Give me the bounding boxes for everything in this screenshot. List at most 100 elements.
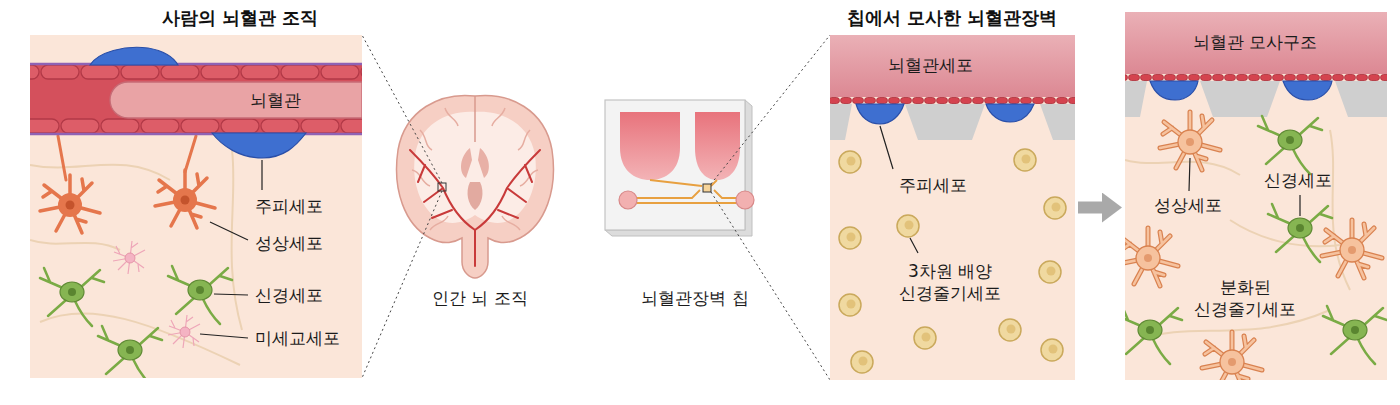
microglia bbox=[113, 241, 145, 274]
tissue-ground bbox=[30, 35, 362, 378]
text-holder: 뇌혈관장벽 칩 bbox=[641, 287, 748, 309]
panel-title: 칩에서 모사한 뇌혈관장벽 bbox=[847, 6, 1058, 29]
zoom-line bbox=[362, 35, 442, 378]
basement-membrane bbox=[30, 63, 362, 66]
chip-illustration bbox=[605, 100, 754, 236]
pericyte bbox=[856, 104, 1034, 124]
cell-label: 성상세포 bbox=[1154, 194, 1222, 216]
mimic-ground bbox=[1125, 12, 1387, 380]
vessel-band: 뇌혈관 bbox=[30, 64, 362, 134]
chip-chamber bbox=[695, 112, 740, 180]
mimic-illustration bbox=[1125, 12, 1387, 380]
cell-label: 신경세포 bbox=[1264, 169, 1332, 191]
pericyte bbox=[90, 47, 178, 65]
chip-chamber bbox=[620, 112, 680, 180]
neuron bbox=[40, 268, 104, 326]
text-holder: 주피세포 bbox=[899, 174, 967, 196]
text-holder: 사람의 뇌혈관 조직 bbox=[162, 6, 319, 29]
brain-cortex bbox=[397, 95, 554, 278]
text-holder: 분화된 신경줄기세포 bbox=[1175, 276, 1315, 320]
neuron bbox=[1125, 306, 1182, 364]
neural-stem-cell bbox=[839, 151, 861, 173]
chip-tissue-illustration bbox=[830, 35, 1075, 373]
neural-stem-cell bbox=[1014, 149, 1036, 171]
cell-label: 3차원 배양 신경줄기세포 bbox=[880, 260, 1020, 304]
cell-label: 뇌혈관 모사구조 bbox=[1193, 31, 1317, 53]
zoom-marker bbox=[703, 184, 711, 192]
neural-stem-cell bbox=[839, 227, 861, 249]
cell-label: 미세교세포 bbox=[255, 327, 340, 349]
cell-label: 뇌혈관 bbox=[250, 89, 301, 111]
vessel-channel bbox=[1125, 12, 1387, 74]
tissue-fiber bbox=[30, 150, 242, 365]
neural-stem-cell bbox=[851, 351, 873, 373]
cell-label: 주피세포 bbox=[899, 174, 967, 196]
neuron bbox=[1258, 116, 1322, 174]
pericyte bbox=[1150, 81, 1332, 100]
midline-fissure bbox=[474, 96, 476, 142]
tissue-panel: 뇌혈관 모사구조성상세포 신경세포분화된 신경줄기세포 bbox=[1125, 12, 1387, 380]
neuron bbox=[98, 326, 162, 378]
astrocyte bbox=[1322, 220, 1382, 278]
cell-label: 분화된 신경줄기세포 bbox=[1175, 276, 1315, 320]
neural-stem-cell bbox=[1044, 197, 1066, 219]
astrocyte-endfoot bbox=[58, 136, 196, 180]
zoom-line bbox=[711, 35, 830, 380]
text-holder: 뇌혈관 모사구조 bbox=[1193, 31, 1317, 53]
ventricle bbox=[461, 148, 489, 178]
endothelial-cells bbox=[30, 64, 362, 80]
cell-label: 성상세포 bbox=[255, 232, 323, 254]
microglia bbox=[168, 315, 200, 348]
astrocyte bbox=[40, 175, 100, 233]
cell-label: 신경세포 bbox=[255, 284, 323, 306]
text-holder: 인간 뇌 조직 bbox=[432, 287, 528, 309]
chip-ground bbox=[830, 35, 1075, 380]
neural-stem-cell bbox=[1041, 339, 1063, 361]
text-holder: 뇌혈관세포 bbox=[888, 54, 973, 76]
chip-port bbox=[619, 191, 637, 209]
neuron bbox=[168, 266, 232, 324]
cerebral-artery bbox=[410, 150, 540, 266]
tissue-panel: 뇌혈관사람의 뇌혈관 조직주피세포성상세포신경세포미세교세포 bbox=[30, 35, 362, 378]
figure-caption: 인간 뇌 조직 bbox=[432, 287, 528, 309]
basement-membrane bbox=[30, 133, 362, 136]
endothelial-layer bbox=[830, 97, 1075, 104]
chip-body bbox=[605, 100, 745, 230]
vessel-channel bbox=[830, 35, 1075, 97]
neuron bbox=[1323, 306, 1387, 364]
endothelial-cells bbox=[30, 118, 362, 134]
neural-stem-cell bbox=[999, 319, 1021, 341]
cell-label: 뇌혈관세포 bbox=[888, 54, 973, 76]
pericyte bbox=[212, 133, 306, 158]
neural-stem-cell bbox=[914, 327, 936, 349]
text-holder: 칩에서 모사한 뇌혈관장벽 bbox=[847, 6, 1058, 29]
text-holder: 뇌혈관 bbox=[250, 89, 301, 111]
tissue-panel: 뇌혈관세포칩에서 모사한 뇌혈관장벽주피세포3차원 배양 신경줄기세포 bbox=[830, 35, 1075, 380]
membrane-pillar bbox=[1125, 81, 1387, 117]
figure-caption: 뇌혈관장벽 칩 bbox=[641, 287, 748, 309]
panel-title: 사람의 뇌혈관 조직 bbox=[162, 6, 319, 29]
microchannel bbox=[637, 180, 736, 203]
text-holder: 3차원 배양 신경줄기세포 bbox=[880, 260, 1020, 304]
cell-label: 주피세포 bbox=[255, 195, 323, 217]
neural-stem-cell bbox=[1039, 261, 1061, 283]
text-holder: 성상세포 bbox=[255, 232, 323, 254]
text-holder: 신경세포 bbox=[255, 284, 323, 306]
vessel-lumen bbox=[110, 82, 362, 118]
endothelial-layer bbox=[1125, 74, 1387, 81]
thalamus bbox=[468, 182, 483, 210]
chip-edge bbox=[605, 100, 752, 236]
vessel-band: 뇌혈관 모사구조 bbox=[1125, 12, 1387, 74]
astrocyte bbox=[155, 170, 215, 228]
zoom-marker bbox=[438, 183, 446, 191]
astrocyte bbox=[1202, 332, 1262, 380]
text-holder: 신경세포 bbox=[1264, 169, 1332, 191]
membrane-pillar bbox=[830, 104, 1075, 140]
text-holder: 성상세포 bbox=[1154, 194, 1222, 216]
text-holder: 미세교세포 bbox=[255, 327, 340, 349]
text-holder: 주피세포 bbox=[255, 195, 323, 217]
vessel-wall bbox=[30, 64, 362, 134]
tissue-illustration bbox=[30, 47, 362, 378]
astrocyte bbox=[1125, 228, 1178, 286]
